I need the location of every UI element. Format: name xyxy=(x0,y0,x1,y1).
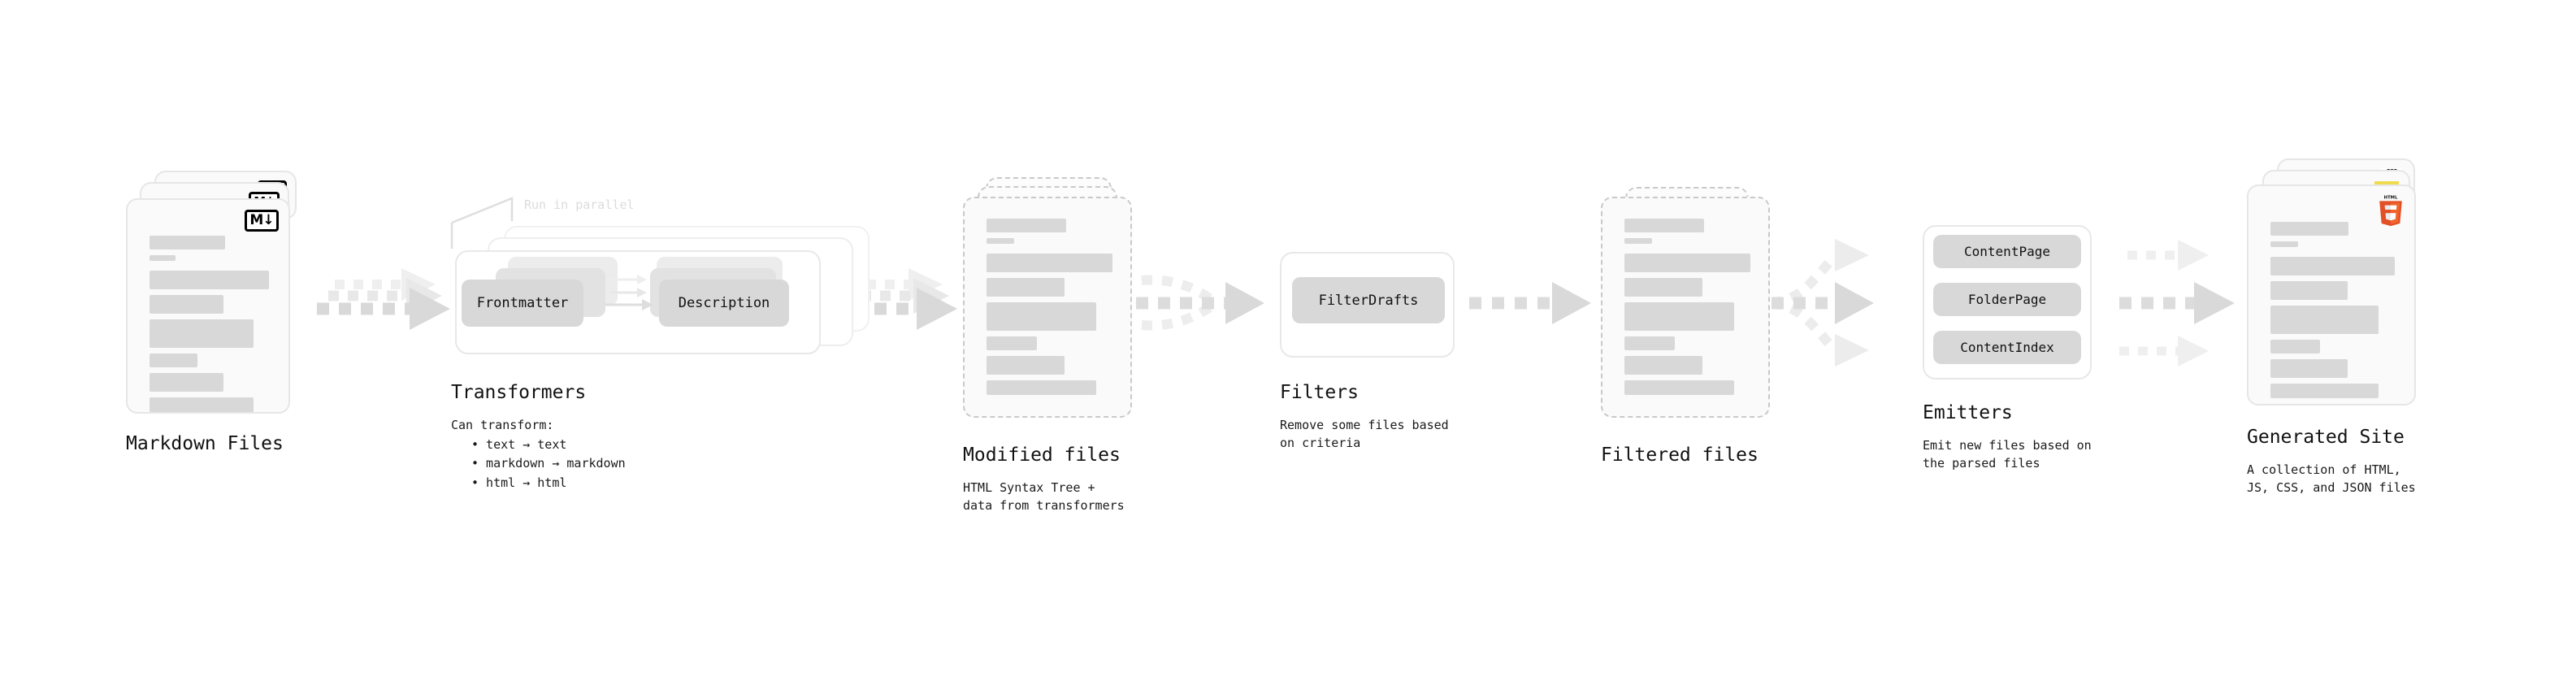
skeleton-line xyxy=(2270,340,2321,354)
generated-card-front: HTML xyxy=(2247,184,2416,406)
modified-card-front xyxy=(963,197,1132,418)
filtered-skeleton-lines xyxy=(1624,219,1750,401)
skeleton-line xyxy=(987,254,1112,272)
generated-site-stack: CSS HTML xyxy=(2247,158,2442,427)
arrow-filters-to-filtered xyxy=(1469,282,1591,324)
skeleton-line xyxy=(1624,302,1734,331)
skeleton-line xyxy=(150,271,269,289)
bullet-item: • text → text xyxy=(471,437,567,452)
skeleton-line xyxy=(2270,281,2348,300)
emitters-subtitle: Emit new files based on the parsed files xyxy=(1923,438,2092,471)
stage-title-markdown-files: Markdown Files xyxy=(126,433,284,454)
skeleton-line xyxy=(2270,222,2349,236)
modified-files-subtitle: HTML Syntax Tree + data from transformer… xyxy=(963,480,1125,513)
emitter-chip-contentpage[interactable]: ContentPage xyxy=(1933,235,2081,268)
markdown-card-front: M↓ xyxy=(126,198,290,414)
stage-title-filtered-files: Filtered files xyxy=(1601,445,1759,466)
arrow-emitters-to-site xyxy=(2119,240,2235,367)
skeleton-line xyxy=(987,336,1037,350)
skeleton-line xyxy=(1624,254,1750,272)
skeleton-line xyxy=(1624,356,1703,375)
skeleton-line xyxy=(150,319,254,348)
arrow-markdown-to-transformers xyxy=(317,268,450,330)
filter-chip-filterdrafts[interactable]: FilterDrafts xyxy=(1292,277,1445,323)
skeleton-line xyxy=(150,354,197,367)
bullet-item: • html → html xyxy=(471,475,567,490)
transformers-subtitle: Can transform: xyxy=(451,418,554,432)
run-in-parallel-label: Run in parallel xyxy=(524,197,635,212)
stage-title-transformers: Transformers xyxy=(451,382,587,403)
skeleton-line xyxy=(150,373,224,392)
arrow-modified-to-filters xyxy=(1136,275,1264,331)
emitter-chip-folderpage[interactable]: FolderPage xyxy=(1933,283,2081,316)
modified-skeleton-lines xyxy=(987,219,1112,401)
bullet-item: • markdown → markdown xyxy=(471,456,626,471)
skeleton-line xyxy=(1624,219,1704,232)
markdown-icon: M↓ xyxy=(245,210,279,232)
skeleton-line xyxy=(150,295,224,314)
svg-text:HTML: HTML xyxy=(2384,196,2398,201)
skeleton-line xyxy=(150,236,225,249)
markdown-skeleton-lines xyxy=(150,236,269,418)
skeleton-line xyxy=(987,238,1015,244)
filters-subtitle: Remove some files based on criteria xyxy=(1280,418,1449,450)
skeleton-line xyxy=(150,397,254,412)
emitter-chip-contentindex[interactable]: ContentIndex xyxy=(1933,331,2081,364)
skeleton-line xyxy=(2270,384,2379,398)
generated-skeleton-lines xyxy=(2270,222,2395,404)
skeleton-line xyxy=(1624,336,1675,350)
skeleton-line xyxy=(2270,257,2395,275)
skeleton-line xyxy=(2270,359,2348,378)
filtered-card-front xyxy=(1601,197,1770,418)
stage-title-generated-site: Generated Site xyxy=(2247,427,2405,448)
skeleton-line xyxy=(1624,278,1703,297)
skeleton-line xyxy=(150,255,176,261)
skeleton-line xyxy=(987,380,1096,395)
skeleton-line xyxy=(987,302,1096,331)
transformer-chip-description[interactable]: Description xyxy=(659,280,789,327)
skeleton-line xyxy=(1624,238,1653,244)
html5-icon: HTML xyxy=(2377,194,2405,227)
stage-title-filters: Filters xyxy=(1280,382,1359,403)
modified-file-stack xyxy=(963,177,1150,437)
transformers-bullet-list: • text → text • markdown → markdown • ht… xyxy=(460,436,626,492)
generated-site-subtitle: A collection of HTML, JS, CSS, and JSON … xyxy=(2247,462,2416,495)
stage-title-modified-files: Modified files xyxy=(963,445,1121,466)
skeleton-line xyxy=(2270,306,2379,334)
filtered-file-stack xyxy=(1601,187,1788,447)
transformer-chip-frontmatter[interactable]: Frontmatter xyxy=(462,280,583,327)
skeleton-line xyxy=(987,219,1066,232)
skeleton-line xyxy=(1624,380,1734,395)
markdown-file-stack: M↓ M↓ M↓ xyxy=(126,171,321,423)
stage-title-emitters: Emitters xyxy=(1923,402,2013,423)
skeleton-line xyxy=(2270,241,2298,247)
skeleton-line xyxy=(987,356,1065,375)
skeleton-line xyxy=(987,278,1065,297)
